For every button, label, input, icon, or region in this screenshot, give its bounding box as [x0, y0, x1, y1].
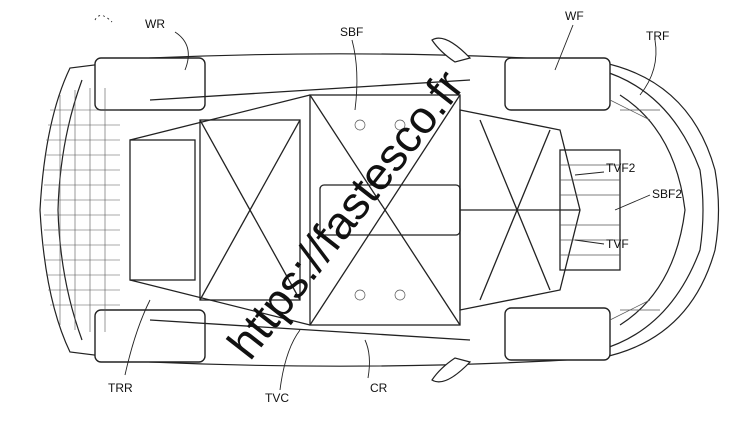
label-trr: TRR: [108, 381, 133, 395]
leader-lines: [94, 15, 657, 391]
rear-grid: [44, 88, 120, 332]
label-wf: WF: [565, 9, 584, 23]
label-trf: TRF: [646, 29, 669, 43]
label-sbf2: SBF2: [652, 187, 682, 201]
label-tvf2: TVF2: [606, 161, 636, 175]
chassis-frame: [129, 79, 621, 341]
mirrors: [431, 37, 472, 383]
label-sbf: SBF: [340, 25, 363, 39]
wheel-front-top: [504, 57, 611, 111]
wheel-front-bottom: [504, 307, 611, 361]
wheel-rear-bottom: [94, 309, 206, 363]
label-wr: WR: [145, 17, 165, 31]
watermark-url: https://fastesco.fr: [217, 60, 474, 368]
chassis-details: [354, 99, 660, 321]
label-cr: CR: [370, 381, 388, 395]
label-tvf: TVF: [606, 237, 629, 251]
wheels: [94, 57, 611, 363]
label-tvc: TVC: [265, 391, 289, 405]
wheel-rear-top: [94, 57, 206, 111]
